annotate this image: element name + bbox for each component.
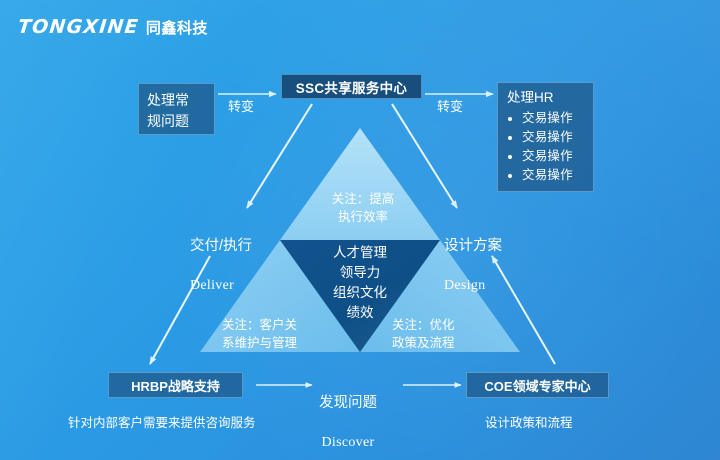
triangle-focus-bottom-right: 关注：优化 政策及流程 bbox=[392, 318, 455, 350]
node-ssc-header-label: SSC共享服务中心 bbox=[295, 80, 408, 96]
brand-logo-mark: TONGXINE bbox=[16, 16, 140, 38]
node-hrbp-strategy[interactable]: HRBP战略支持 bbox=[108, 372, 243, 398]
triangle-focus-top: 关注：提高 执行效率 bbox=[331, 192, 395, 224]
caption-right: 设计政策和流程 bbox=[485, 416, 573, 430]
corner-label-design-cn: 设计方案 bbox=[444, 238, 502, 254]
triangle-core-text: 人才管理 领导力 组织文化 绩效 bbox=[333, 245, 387, 320]
node-hr-handling[interactable]: 处理HR 交易操作 交易操作 交易操作 交易操作 bbox=[497, 82, 594, 192]
node-coe-center[interactable]: COE领域专家中心 bbox=[466, 372, 609, 398]
node-ssc-header[interactable]: SSC共享服务中心 bbox=[281, 74, 422, 99]
list-item: 交易操作 bbox=[522, 147, 589, 166]
triangle-focus-bottom-left: 关注：客户关 系维护与管理 bbox=[222, 318, 298, 350]
list-item: 交易操作 bbox=[522, 166, 589, 185]
triangle-segment-bottom-right bbox=[360, 240, 520, 352]
corner-label-design-en: Design bbox=[444, 278, 486, 293]
node-hr-handling-list: 交易操作 交易操作 交易操作 交易操作 bbox=[507, 109, 589, 185]
corner-label-discover-cn: 发现问题 bbox=[319, 395, 377, 411]
node-hr-handling-title: 处理HR bbox=[507, 90, 554, 105]
node-routine-issues[interactable]: 处理常 规问题 bbox=[138, 83, 215, 135]
corner-label-deliver-cn: 交付/执行 bbox=[190, 238, 253, 254]
triangle-segment-core bbox=[280, 240, 440, 352]
node-routine-issues-label: 处理常 规问题 bbox=[147, 92, 189, 129]
node-hrbp-strategy-label: HRBP战略支持 bbox=[131, 378, 220, 394]
corner-label-discover: 发现问题 Discover bbox=[319, 373, 377, 460]
triangle-segment-top bbox=[280, 128, 440, 240]
connector-label-transform-left: 转变 bbox=[228, 99, 255, 114]
caption-left: 针对内部客户需要来提供咨询服务 bbox=[68, 416, 256, 430]
arrow-ssc-to-deliver bbox=[246, 103, 313, 209]
brand-logo-cn: 同鑫科技 bbox=[145, 20, 208, 37]
corner-label-deliver-en: Deliver bbox=[190, 278, 235, 293]
arrow-deliver-to-hrbp bbox=[149, 255, 211, 365]
triangle-segment-bottom-left bbox=[200, 240, 360, 352]
list-item: 交易操作 bbox=[522, 128, 589, 147]
brand-logo: TONGXINE 同鑫科技 bbox=[16, 16, 208, 38]
node-coe-center-label: COE领域专家中心 bbox=[484, 378, 591, 394]
connector-label-transform-right: 转变 bbox=[437, 99, 464, 114]
list-item: 交易操作 bbox=[522, 109, 589, 128]
arrow-ssc-to-design bbox=[391, 103, 458, 209]
corner-label-discover-en: Discover bbox=[321, 435, 375, 450]
corner-label-deliver: 交付/执行 Deliver bbox=[190, 216, 252, 316]
corner-label-design: 设计方案 Design bbox=[444, 216, 502, 316]
arrow-coe-to-design bbox=[491, 255, 556, 365]
